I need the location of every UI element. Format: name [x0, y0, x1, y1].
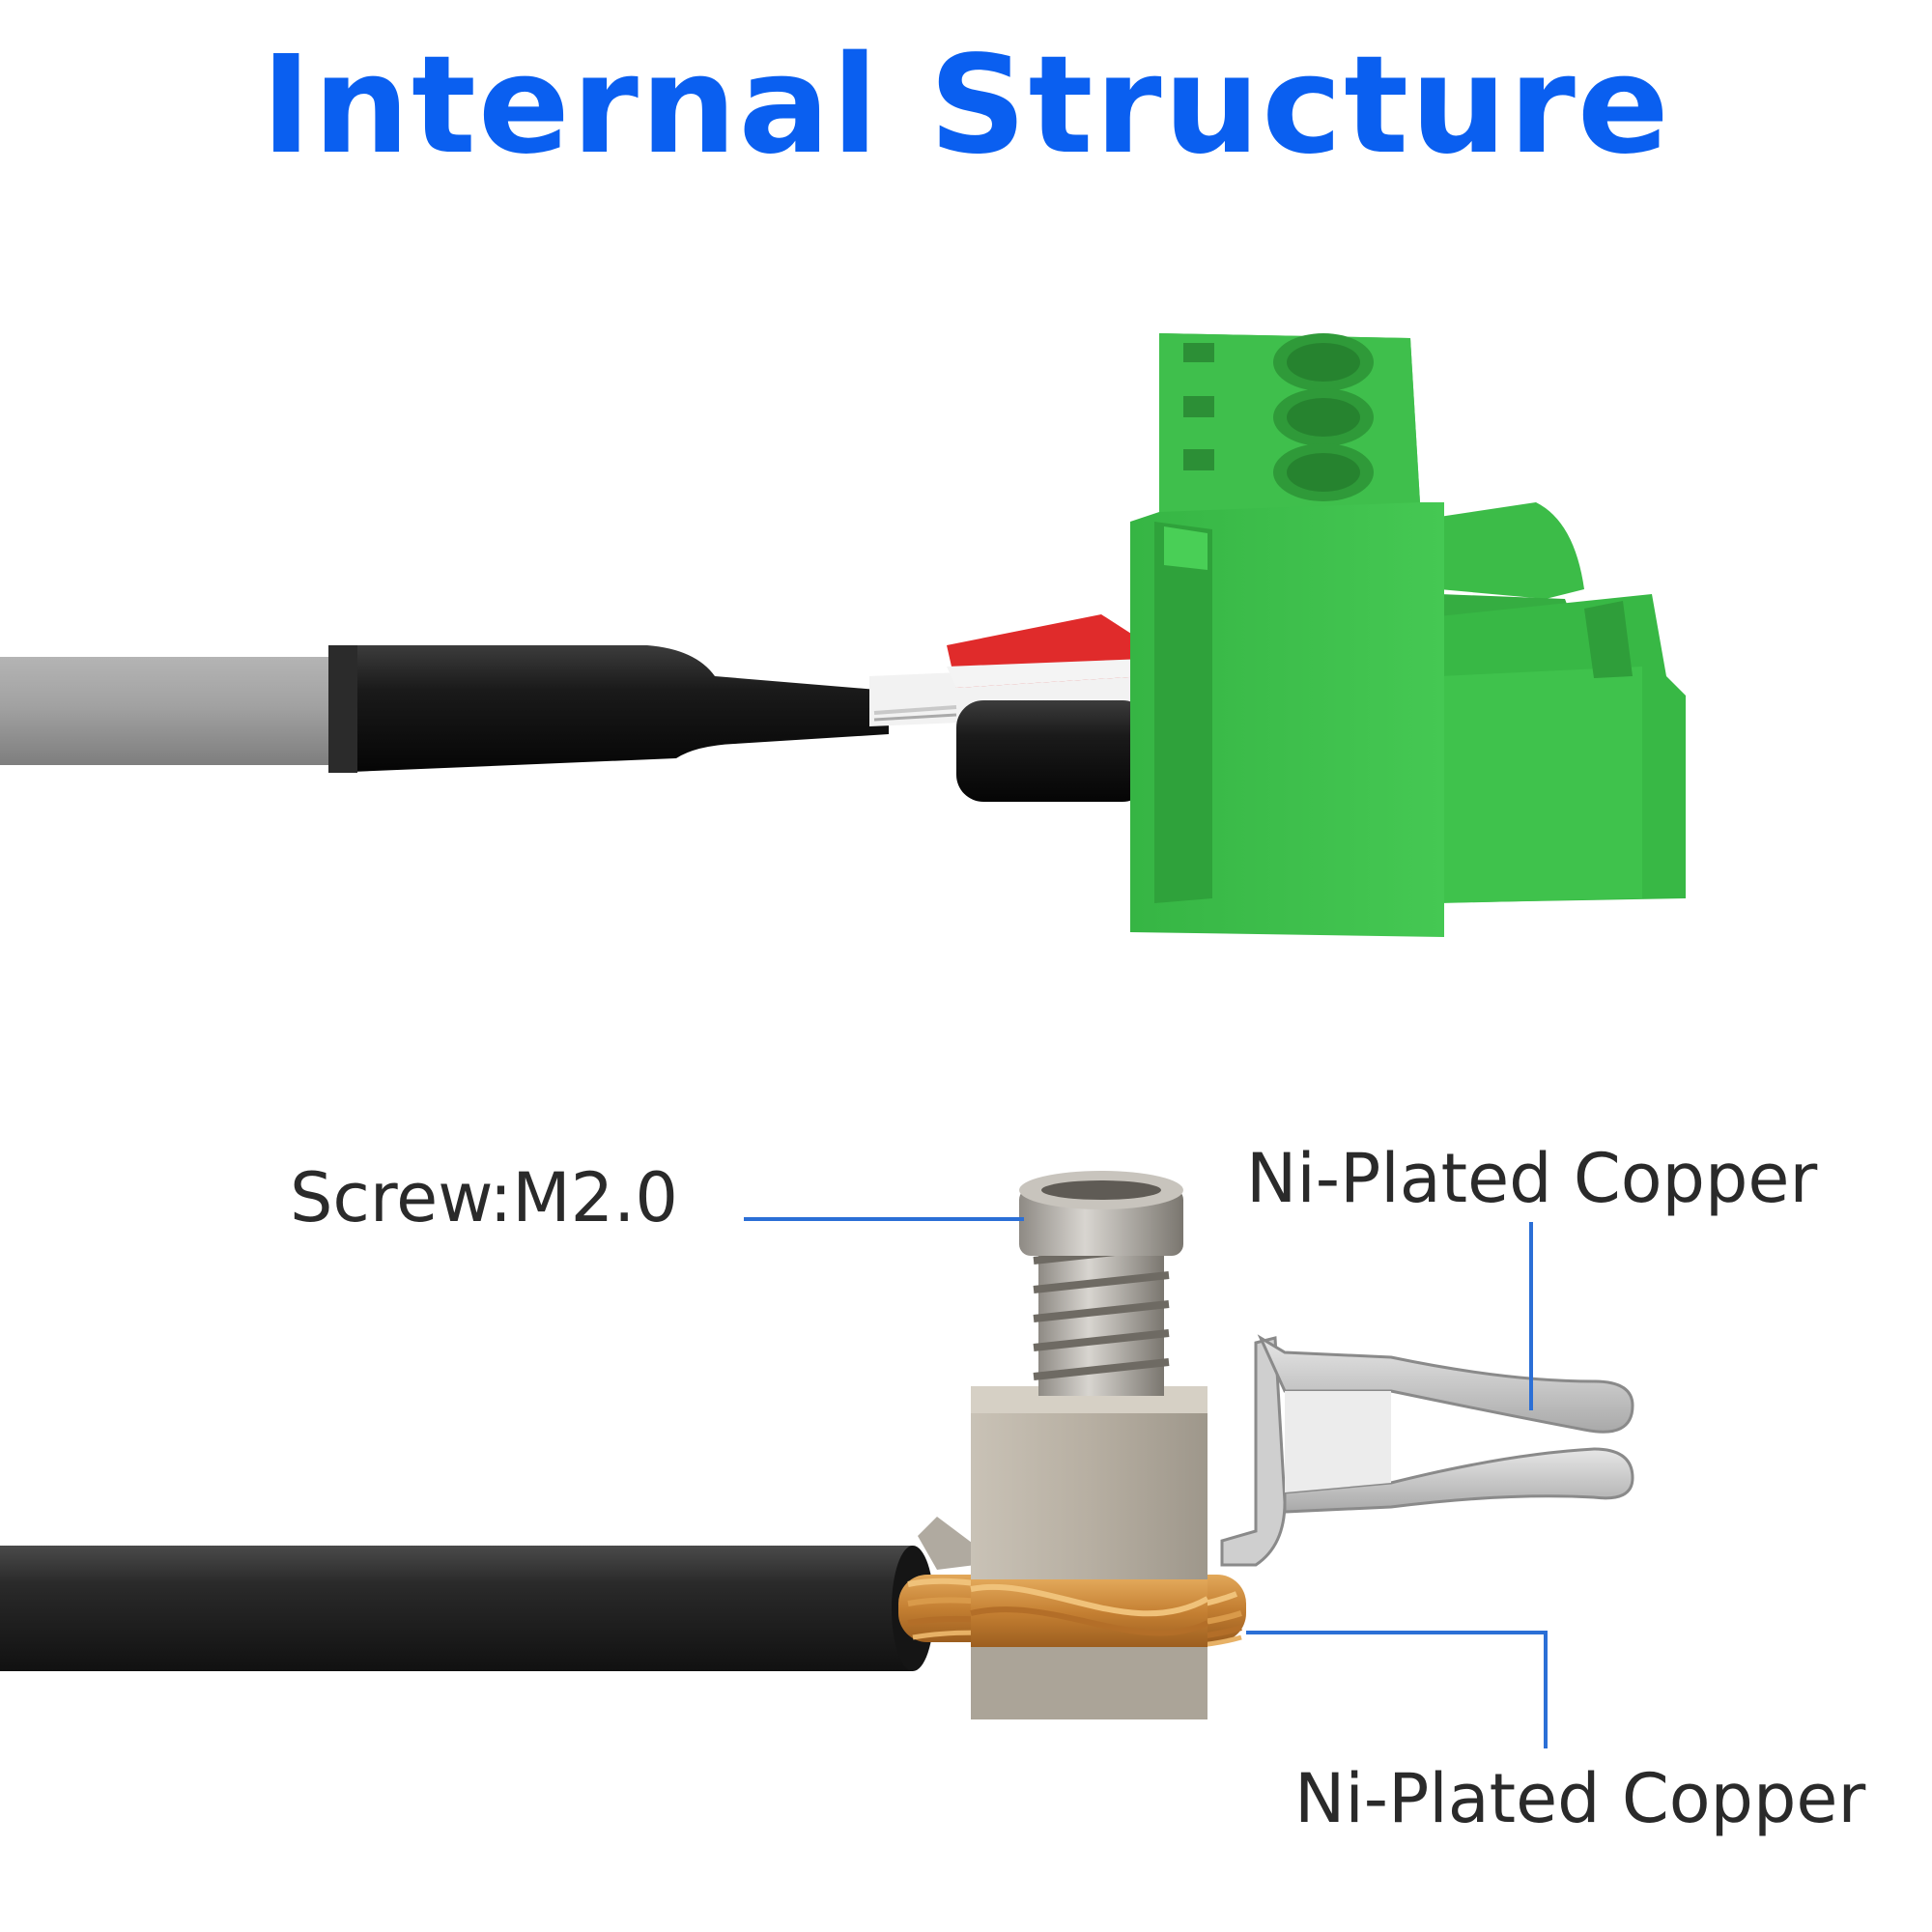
black-cable — [0, 1546, 934, 1671]
green-terminal-block — [1130, 333, 1686, 937]
page-title: Internal Structure — [0, 39, 1932, 174]
label-ni-plated-copper-block: Ni-Plated Copper — [1294, 1765, 1865, 1833]
label-ni-plated-copper-clip: Ni-Plated Copper — [1246, 1145, 1817, 1212]
clamp-block — [918, 1386, 1208, 1719]
label-screw: Screw:M2.0 — [290, 1164, 678, 1232]
gray-cable — [0, 657, 348, 765]
spring-clip — [1222, 1338, 1633, 1565]
heat-shrink-sleeve — [328, 645, 889, 773]
screw — [1019, 1171, 1183, 1396]
callout-line-block — [1246, 1633, 1546, 1748]
stripped-wires — [869, 614, 1150, 802]
